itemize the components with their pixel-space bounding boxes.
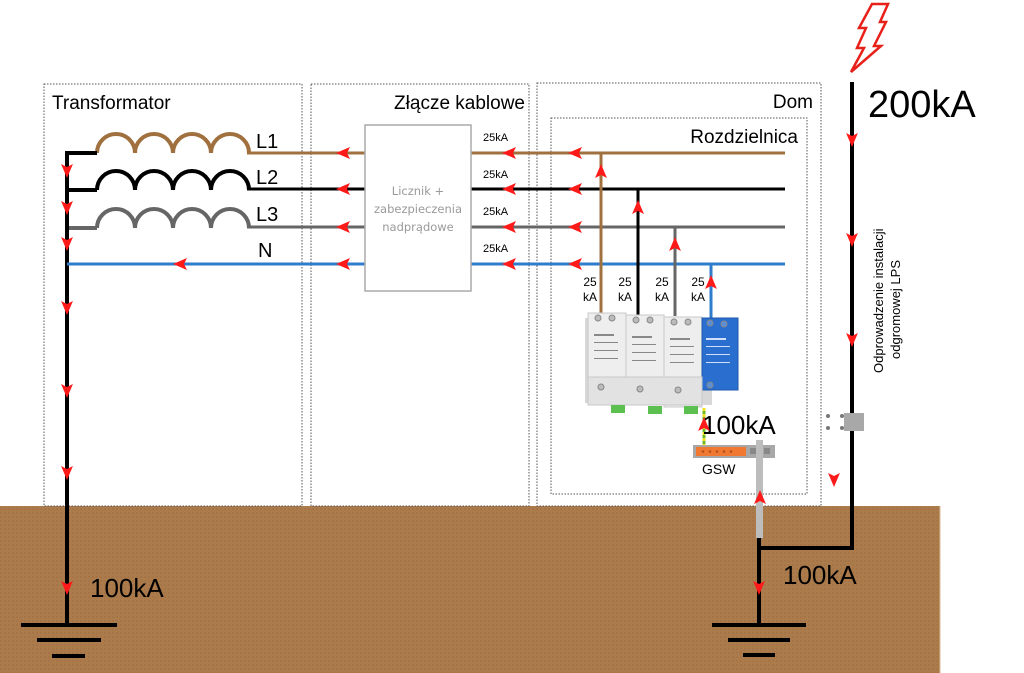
arrow-n-transformer xyxy=(173,258,187,270)
current-flow-arrows xyxy=(61,133,858,595)
lightning-current: 200kA xyxy=(868,84,976,126)
phase-label-L3: L3 xyxy=(256,204,278,226)
arrow-connector-left-2 xyxy=(336,221,350,233)
lps-label-line-2: odgromowej LPS xyxy=(888,260,903,359)
current-label-L1: 25kA xyxy=(483,132,509,144)
section-connector xyxy=(310,83,530,507)
switchboard-title: Rozdzielnica xyxy=(690,127,798,148)
meter-box xyxy=(364,124,472,292)
transformer-title: Transformator xyxy=(52,93,171,114)
arrow-transformer-down-3 xyxy=(61,301,73,315)
test-joint xyxy=(844,413,864,431)
gsw-label: GSW xyxy=(702,461,736,477)
arrow-switchboard-2 xyxy=(568,221,582,233)
spd-current-L2-unit: kA xyxy=(618,290,632,304)
current-label-L3: 25kA xyxy=(483,206,509,218)
current-label-L2: 25kA xyxy=(483,169,509,181)
arrow-branch-N xyxy=(705,275,717,289)
star-connections xyxy=(67,151,97,230)
arrow-connector-right-2 xyxy=(502,221,516,233)
house-title: Dom xyxy=(773,92,813,113)
arrow-transformer-down-0 xyxy=(61,164,73,178)
spd-current-L1-unit: kA xyxy=(583,290,597,304)
test-joint-dots xyxy=(826,414,844,430)
gsw-busbar xyxy=(693,445,775,458)
phase-label-L2: L2 xyxy=(256,167,278,189)
arrow-transformer-down-6 xyxy=(61,581,73,595)
transformer-earth-current: 100kA xyxy=(90,573,164,603)
lightning-icon xyxy=(849,2,890,73)
arrow-switchboard-0 xyxy=(568,147,582,159)
arrow-lps-1 xyxy=(846,233,858,247)
lps-label-line-1: Odprowadzenie instalacji xyxy=(871,228,886,373)
house-earth-current: 100kA xyxy=(783,560,857,590)
arrow-house-earth xyxy=(753,581,765,595)
arrow-transformer-down-2 xyxy=(61,237,73,251)
spd-current-labels: 25 kA 25 kA 25 kA 25 kA xyxy=(583,275,705,304)
connector-title: Złącze kablowe xyxy=(394,93,525,114)
lps-label: Odprowadzenie instalacji odgromowej LPS xyxy=(871,228,903,373)
spd-current-N-unit: kA xyxy=(691,290,705,304)
earthing-conductor-gsw xyxy=(756,440,763,538)
arrow-switchboard-1 xyxy=(568,183,582,195)
arrow-pe xyxy=(698,417,710,431)
arrow-lps-split xyxy=(828,473,840,487)
current-label-N: 25kA xyxy=(483,243,509,255)
earth-symbol-house xyxy=(712,623,806,657)
soil-area xyxy=(0,506,940,673)
spd-current-L3: 25 xyxy=(655,275,669,289)
surge-protection-device xyxy=(585,312,739,414)
spd-current-L1: 25 xyxy=(583,275,597,289)
section-switchboard xyxy=(550,117,808,495)
arrow-lps-2 xyxy=(846,333,858,347)
arrow-branch-L2 xyxy=(632,200,644,214)
coil-L3 xyxy=(95,207,251,229)
arrow-switchboard-3 xyxy=(568,258,582,270)
arrow-branch-L3 xyxy=(669,237,681,251)
spd-current-N: 25 xyxy=(691,275,705,289)
coil-L1 xyxy=(95,132,251,154)
meter-box-line-3: nadprądowe xyxy=(382,220,454,234)
arrow-connector-right-1 xyxy=(502,183,516,195)
arrow-transformer-down-4 xyxy=(61,384,73,398)
section-house xyxy=(536,82,822,507)
gsw-current: 100kA xyxy=(702,410,776,440)
arrow-connector-left-0 xyxy=(336,147,350,159)
arrow-transformer-down-5 xyxy=(61,466,73,480)
spd-current-L3-unit: kA xyxy=(655,290,669,304)
spd-current-L2: 25 xyxy=(618,275,632,289)
section-transformer xyxy=(43,83,303,507)
arrow-connector-right-3 xyxy=(502,258,516,270)
meter-box-line-1: Licznik + xyxy=(392,184,444,198)
arrow-connector-left-1 xyxy=(336,183,350,195)
phase-label-N: N xyxy=(258,240,272,262)
phase-label-L1: L1 xyxy=(256,131,278,153)
coil-L2 xyxy=(95,169,251,191)
earth-symbol-transformer xyxy=(21,623,117,658)
transformer-coils xyxy=(95,132,251,229)
meter-box-line-2: zabezpieczenia xyxy=(374,202,462,216)
arrow-branch-L1 xyxy=(595,164,607,178)
arrow-connector-right-0 xyxy=(502,147,516,159)
arrow-lps-0 xyxy=(846,133,858,147)
arrow-connector-left-3 xyxy=(336,258,350,270)
arrow-gsw-earth xyxy=(754,490,766,504)
arrow-transformer-down-1 xyxy=(61,201,73,215)
